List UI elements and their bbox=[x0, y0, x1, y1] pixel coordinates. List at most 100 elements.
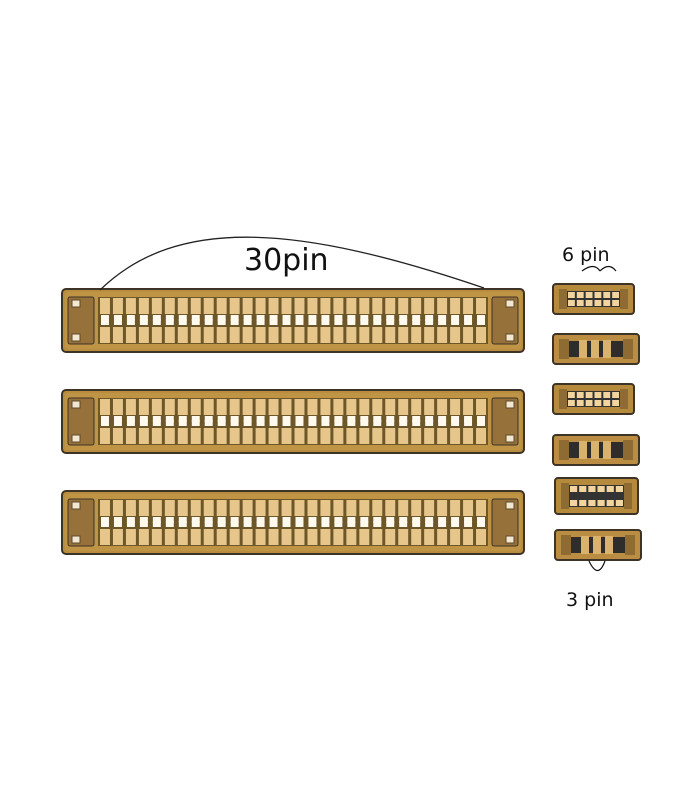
large-connector-bottom-slot-1-16 bbox=[295, 319, 304, 325]
large-connector-bottom-pin-3-2 bbox=[112, 529, 123, 545]
large-connector-bottom-pin-2-17 bbox=[307, 428, 318, 444]
large-connector-top-slot-3-15 bbox=[282, 517, 291, 523]
large-connector-top-pin-1-3 bbox=[125, 298, 136, 314]
large-connector-top-slot-1-13 bbox=[256, 315, 265, 321]
large-connector-bottom-pin-1-13 bbox=[255, 327, 266, 343]
large-connector-top-pin-1-12 bbox=[242, 298, 253, 314]
large-connector-bottom-slot-1-4 bbox=[139, 319, 148, 325]
large-connector-top-slot-3-8 bbox=[191, 517, 200, 523]
small-connector-right-end-4 bbox=[623, 440, 633, 460]
large-connector-top-pin-1-15 bbox=[281, 298, 292, 314]
large-connector-bottom-slot-1-9 bbox=[204, 319, 213, 325]
large-connector-top-slot-1-2 bbox=[113, 315, 122, 321]
large-connector-bottom-slot-3-26 bbox=[425, 521, 434, 527]
large-connector-bottom-pin-2-26 bbox=[424, 428, 435, 444]
large-connector-top-slot-3-14 bbox=[269, 517, 278, 523]
large-connector-top-slot-1-22 bbox=[373, 315, 382, 321]
large-connector-top-slot-2-3 bbox=[126, 416, 135, 422]
large-connector-bottom-slot-2-14 bbox=[269, 420, 278, 426]
small-connector-right-tab-3 bbox=[620, 389, 628, 409]
large-connector-bottom-slot-2-4 bbox=[139, 420, 148, 426]
small-connector-contact-4-3 bbox=[603, 441, 611, 459]
large-connector-top-pin-3-22 bbox=[372, 500, 383, 516]
large-connector-top-slot-3-29 bbox=[464, 517, 473, 523]
large-connector-bottom-slot-3-13 bbox=[256, 521, 265, 527]
large-connector-top-slot-2-9 bbox=[204, 416, 213, 422]
large-connector-bottom-pin-1-5 bbox=[151, 327, 162, 343]
large-connector-top-pin-1-10 bbox=[216, 298, 227, 314]
large-connector-top-pin-3-2 bbox=[112, 500, 123, 516]
large-connector-bottom-slot-1-2 bbox=[113, 319, 122, 325]
large-connector-top-slot-1-1 bbox=[101, 315, 109, 321]
large-connector-top-slot-3-13 bbox=[256, 517, 265, 523]
large-connector-top-slot-2-18 bbox=[321, 416, 330, 422]
large-connector-bottom-pin-1-8 bbox=[190, 327, 201, 343]
large-connector-top-slot-2-29 bbox=[464, 416, 473, 422]
large-connector-bottom-slot-1-3 bbox=[126, 319, 135, 325]
large-connector-bottom-pin-3-21 bbox=[359, 529, 370, 545]
large-connector-bottom-slot-1-21 bbox=[360, 319, 369, 325]
large-connector-top-slot-3-4 bbox=[139, 517, 148, 523]
small-connector-left-end-6 bbox=[561, 535, 571, 555]
large-connector-top-slot-2-21 bbox=[360, 416, 369, 422]
large-connector-top-slot-3-25 bbox=[412, 517, 421, 523]
large-connector-top-pin-3-14 bbox=[268, 500, 279, 516]
large-connector-top-pin-2-7 bbox=[177, 399, 188, 415]
large-connector-top-pin-2-15 bbox=[281, 399, 292, 415]
large-connector-top-slot-2-2 bbox=[113, 416, 122, 422]
large-connector-bottom-slot-2-8 bbox=[191, 420, 200, 426]
large-connector-top-slot-1-26 bbox=[425, 315, 434, 321]
large-connector-top-pin-3-24 bbox=[398, 500, 409, 516]
large-connector-top-slot-1-17 bbox=[308, 315, 317, 321]
six-pin-arc-right bbox=[599, 265, 617, 272]
large-connector-bottom-slot-1-18 bbox=[321, 319, 330, 325]
small-connector-bottom-pin-1-6 bbox=[612, 300, 619, 306]
small-connector-top-pin-1-1 bbox=[568, 292, 575, 298]
small-connector-left-tab-3 bbox=[559, 389, 567, 409]
large-connector-top-pin-3-17 bbox=[307, 500, 318, 516]
large-connector-top-slot-3-30 bbox=[477, 517, 485, 523]
large-connector-bottom-slot-3-10 bbox=[217, 521, 226, 527]
large-connector-top-slot-2-25 bbox=[412, 416, 421, 422]
large-connector-bottom-slot-1-19 bbox=[334, 319, 343, 325]
large-connector-top-pin-2-25 bbox=[411, 399, 422, 415]
small-connector-bottom-pin-1-1 bbox=[568, 300, 575, 306]
large-connector-bottom-slot-2-13 bbox=[256, 420, 265, 426]
large-connector-top-pin-2-3 bbox=[125, 399, 136, 415]
large-connector-corner-b-1 bbox=[505, 299, 515, 308]
large-connector-bottom-pin-2-8 bbox=[190, 428, 201, 444]
large-connector-top-pin-2-4 bbox=[138, 399, 149, 415]
large-connector-bottom-pin-2-1 bbox=[100, 428, 110, 444]
large-connector-pin-field-3 bbox=[98, 499, 488, 546]
large-connector-top-slot-1-4 bbox=[139, 315, 148, 321]
large-connector-top-pin-3-19 bbox=[333, 500, 344, 516]
large-connector-top-slot-3-24 bbox=[399, 517, 408, 523]
small-connector-top-pin-3-2 bbox=[576, 392, 584, 398]
large-connector-bottom-pin-3-1 bbox=[100, 529, 110, 545]
large-connector-top-slot-2-6 bbox=[165, 416, 174, 422]
large-connector-bottom-slot-1-30 bbox=[477, 319, 485, 325]
large-connector-bottom-pin-2-9 bbox=[203, 428, 214, 444]
large-connector-top-pin-1-27 bbox=[437, 298, 448, 314]
large-connector-bottom-slot-2-12 bbox=[243, 420, 252, 426]
small-connector-right-end-2 bbox=[623, 339, 633, 359]
large-connector-top-pin-1-19 bbox=[333, 298, 344, 314]
large-connector-bottom-pin-2-3 bbox=[125, 428, 136, 444]
large-connector-top-slot-3-19 bbox=[334, 517, 343, 523]
large-connector-bottom-slot-3-15 bbox=[282, 521, 291, 527]
small-connector-top-pin-1-3 bbox=[585, 292, 593, 298]
large-connector-bottom-slot-3-12 bbox=[243, 521, 252, 527]
large-connector-top-pin-2-10 bbox=[216, 399, 227, 415]
large-connector-top-pin-2-21 bbox=[359, 399, 370, 415]
large-connector-top-pin-3-7 bbox=[177, 500, 188, 516]
large-connector-bottom-slot-2-18 bbox=[321, 420, 330, 426]
large-connector-top-slot-2-12 bbox=[243, 416, 252, 422]
large-connector-bottom-slot-2-30 bbox=[477, 420, 485, 426]
large-connector-bottom-pin-2-30 bbox=[476, 428, 486, 444]
large-connector-top-slot-2-5 bbox=[152, 416, 161, 422]
large-connector-corner-d-1 bbox=[505, 333, 515, 342]
large-connector-left-shell-1 bbox=[67, 296, 95, 345]
three-pin-arc bbox=[588, 560, 606, 572]
large-connector-top-slot-1-16 bbox=[295, 315, 304, 321]
